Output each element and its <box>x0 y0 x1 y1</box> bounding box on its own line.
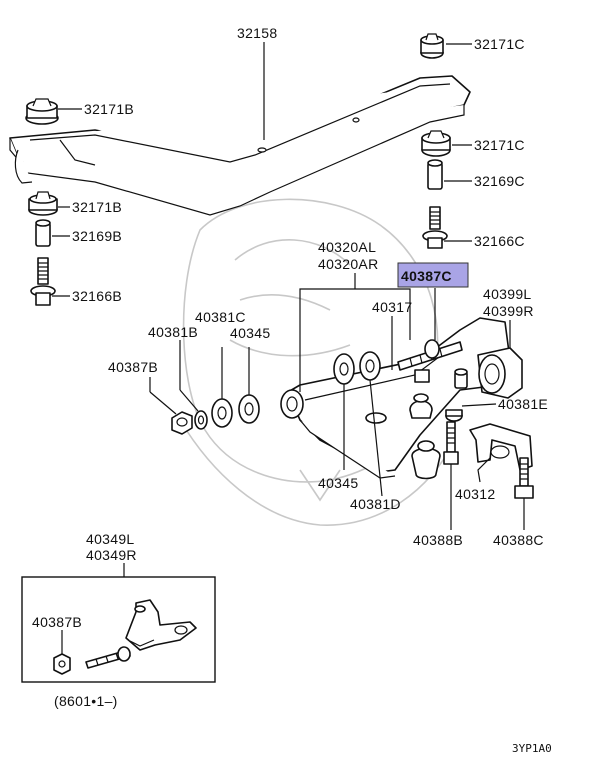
inset-note: (8601•1–) <box>54 693 118 709</box>
label-40320al: 40320AL <box>318 239 376 255</box>
bracket-40312 <box>469 423 533 471</box>
bushing-32171b-left <box>28 191 58 216</box>
nut-40387b <box>171 411 193 435</box>
washer-40381c <box>211 398 233 428</box>
label-32171c-mid: 32171C <box>474 137 525 153</box>
label-40381b: 40381B <box>148 324 198 340</box>
crossmember-32158 <box>9 75 471 216</box>
label-40381d: 40381D <box>350 496 401 512</box>
label-32158: 32158 <box>237 25 277 41</box>
bolt-40388c <box>514 457 534 499</box>
label-40345-top: 40345 <box>230 325 270 341</box>
bolt-40317 <box>397 339 463 383</box>
footer-code: 3YP1A0 <box>512 742 552 755</box>
bushing-32171b-top <box>25 98 59 125</box>
washer-40381d <box>359 351 381 381</box>
leader-lines <box>52 42 525 658</box>
bushing-40399 <box>477 347 523 399</box>
label-40381c: 40381C <box>195 309 246 325</box>
bolt-40388b <box>443 421 459 465</box>
label-40349l: 40349L <box>86 531 135 547</box>
label-40345-bottom: 40345 <box>318 475 358 491</box>
inset-panel <box>21 576 216 683</box>
bushing-32171c-mid <box>421 130 451 157</box>
label-40317: 40317 <box>372 299 412 315</box>
label-40388c: 40388C <box>493 532 544 548</box>
label-32171b-left: 32171B <box>72 199 122 215</box>
sleeve-32169c <box>427 159 443 190</box>
label-40388b: 40388B <box>413 532 463 548</box>
bolt-32166c <box>422 206 448 249</box>
washer-40345-left <box>238 394 260 424</box>
bushing-32171c-top <box>420 33 444 59</box>
label-40399r: 40399R <box>483 303 534 319</box>
label-32166c: 32166C <box>474 233 525 249</box>
label-40320ar: 40320AR <box>318 256 378 272</box>
sleeve-32169b <box>35 219 51 247</box>
label-32171c-top: 32171C <box>474 36 525 52</box>
ball-joint-top <box>409 393 433 419</box>
highlight-box-40387c <box>397 262 469 288</box>
label-40387c: 40387C <box>401 268 452 284</box>
label-40381e: 40381E <box>498 396 548 412</box>
washer-40381b <box>194 410 208 430</box>
label-40312: 40312 <box>455 486 495 502</box>
label-40387b-inset: 40387B <box>32 614 82 630</box>
part-labels: 32158 32171C 32171B 32171C 32169C 32171B… <box>32 25 552 755</box>
washer-40345 <box>333 353 355 385</box>
label-40349r: 40349R <box>86 547 137 563</box>
label-32169c: 32169C <box>474 173 525 189</box>
label-40387b: 40387B <box>108 359 158 375</box>
collar-ring <box>454 368 468 389</box>
label-32166b: 32166B <box>72 288 122 304</box>
label-40399l: 40399L <box>483 286 532 302</box>
bolt-32166b <box>30 257 56 306</box>
label-32169b: 32169B <box>72 228 122 244</box>
lower-arm-40320 <box>280 317 511 480</box>
label-32171b: 32171B <box>84 101 134 117</box>
nut-40381e <box>445 409 463 422</box>
